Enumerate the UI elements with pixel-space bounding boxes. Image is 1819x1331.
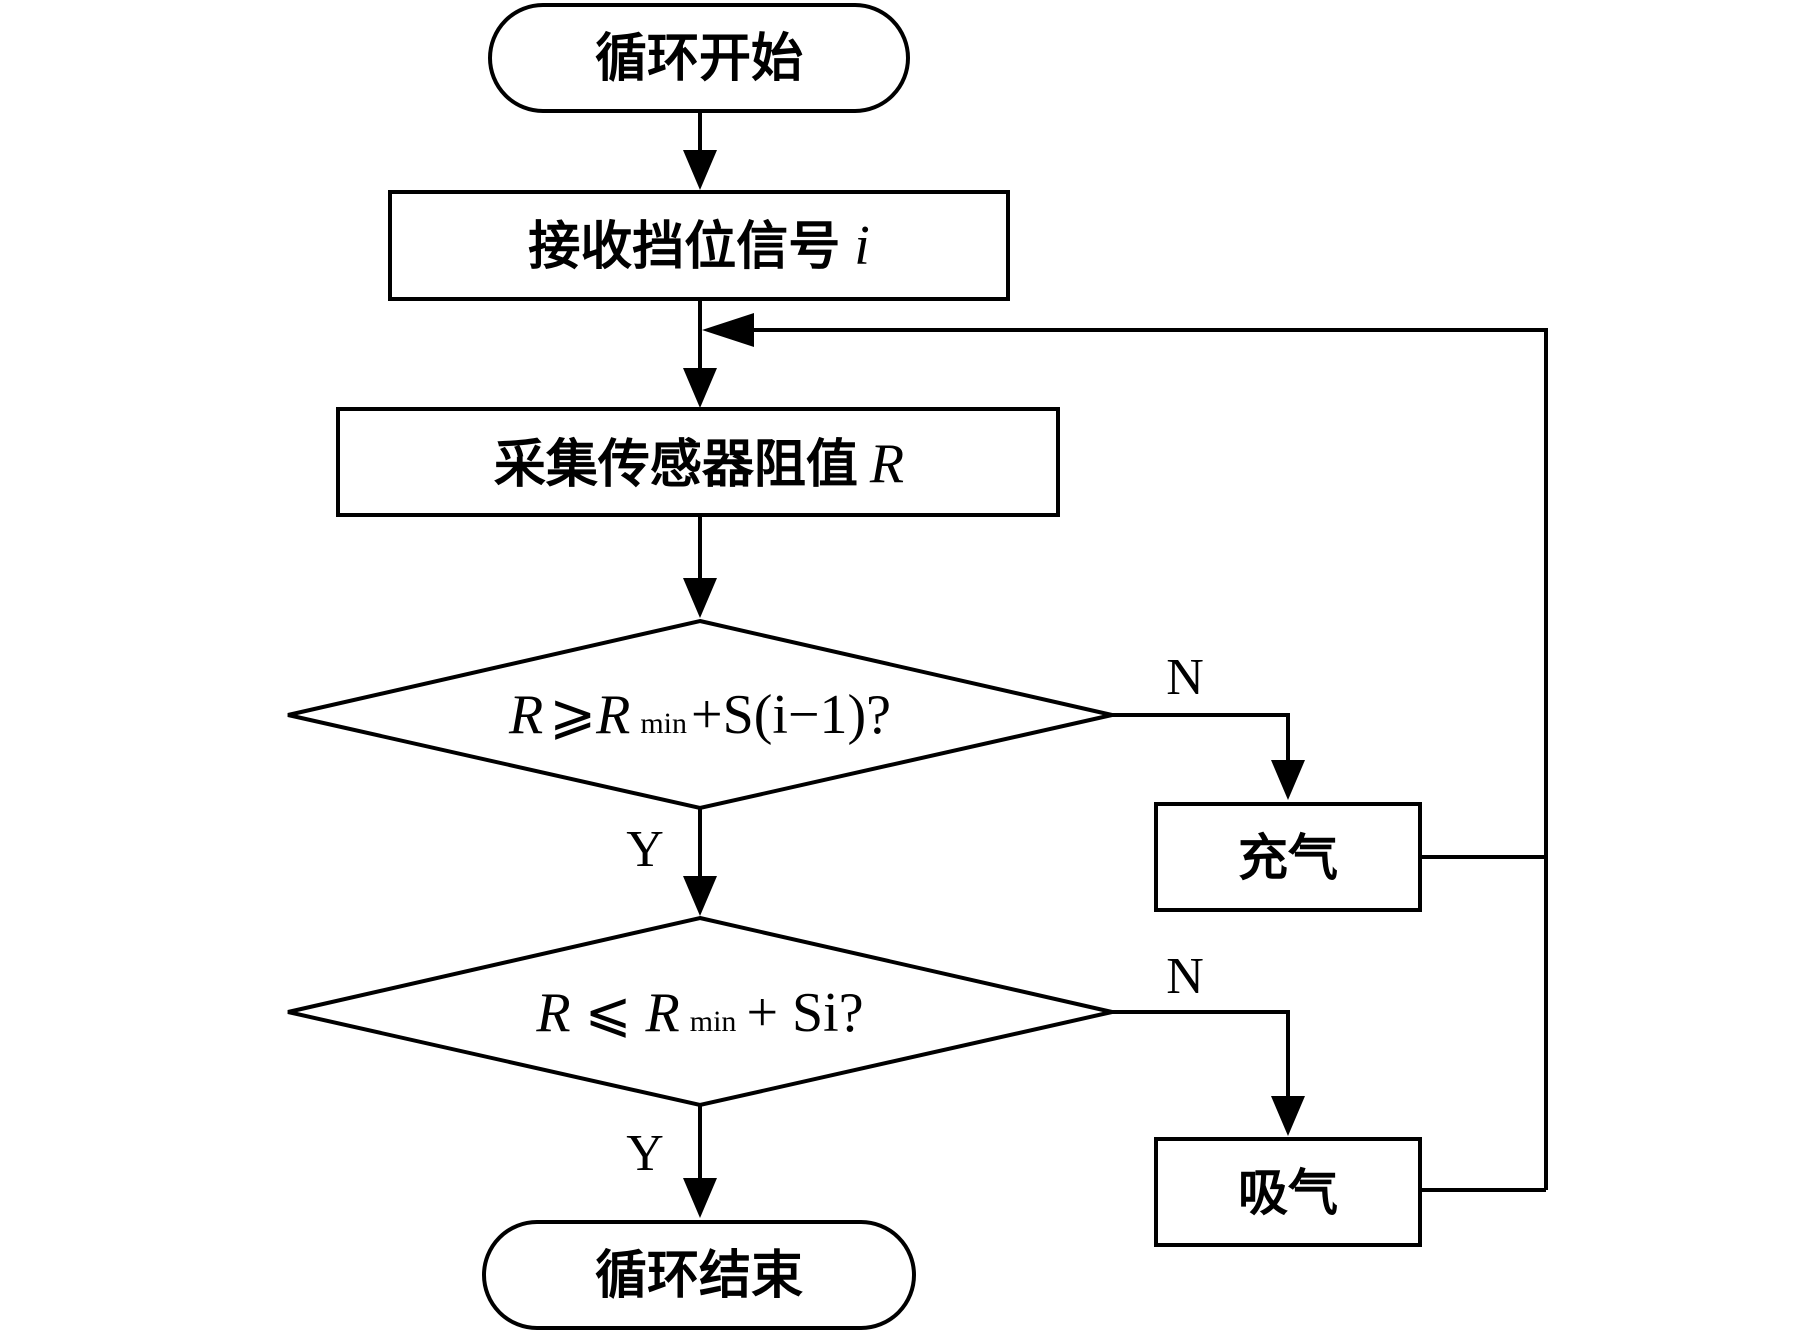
cond2-rest: + Si? [746, 982, 863, 1044]
cond1-yes-label: Y [626, 821, 664, 878]
node-inflate: 充气 [1154, 802, 1422, 912]
cond1-op: ⩾ [549, 684, 596, 746]
collect-text: 采集传感器阻值 [494, 434, 858, 495]
receive-var: i [854, 215, 870, 277]
cond2-no-label: N [1166, 948, 1204, 1005]
node-deflate: 吸气 [1154, 1137, 1422, 1247]
cond1-rest: +S(i−1)? [691, 684, 891, 746]
cond2-r: R [645, 982, 680, 1044]
arrowhead-icon [702, 313, 754, 347]
edges [683, 112, 1548, 1218]
arrowhead-icon [683, 150, 717, 190]
end-label: 循环结束 [595, 1245, 803, 1306]
edge-cond1-inflate [1112, 713, 1290, 760]
cond1-sub: min [640, 707, 687, 740]
edge-labels: N Y N Y [626, 649, 1204, 1182]
arrowhead-icon [683, 1178, 717, 1218]
arrowhead-icon [1271, 760, 1305, 800]
node-start: 循环开始 [488, 3, 910, 113]
start-label: 循环开始 [595, 28, 803, 89]
inflate-label: 充气 [1238, 828, 1338, 887]
edge-loop-back [754, 328, 1548, 1190]
cond1-no-label: N [1166, 649, 1204, 706]
cond1-lhs: R [508, 684, 543, 746]
arrowhead-icon [1271, 1096, 1305, 1136]
cond1-r: R [595, 684, 630, 746]
cond2-lhs: R [535, 982, 570, 1044]
cond2-op: ⩽ [585, 982, 632, 1044]
receive-text: 接收挡位信号 [528, 216, 840, 277]
collect-var: R [869, 433, 904, 495]
arrowhead-icon [683, 578, 717, 618]
arrowhead-icon [683, 368, 717, 408]
edge-cond2-deflate [1112, 1010, 1290, 1096]
deflate-label: 吸气 [1238, 1163, 1338, 1222]
cond2-yes-label: Y [626, 1125, 664, 1182]
cond2-sub: min [690, 1005, 737, 1038]
node-end: 循环结束 [482, 1220, 916, 1330]
arrowhead-icon [683, 876, 717, 916]
